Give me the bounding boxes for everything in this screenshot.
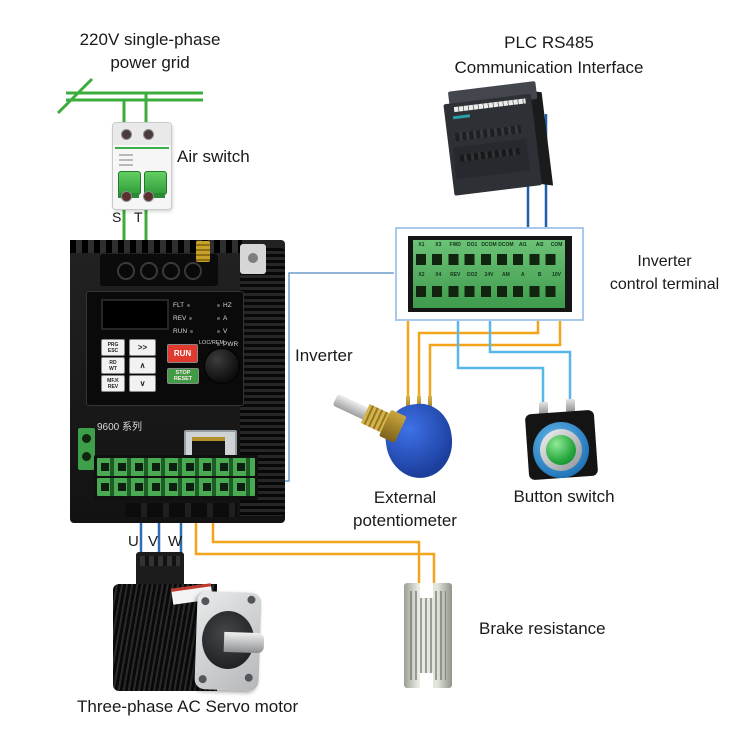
indicator-flt: FLT — [173, 302, 191, 309]
inverter-antenna-connector — [196, 241, 210, 262]
button-switch-label: Button switch — [513, 487, 615, 506]
plc-module — [442, 78, 555, 199]
inverter-keypad-panel: FLT REV RUN HZ A V PWR PRG ESC >> RD WT … — [86, 291, 244, 406]
led-dot — [217, 330, 220, 333]
indicator-run: RUN — [173, 328, 194, 335]
terminal-row-bottom: X2 X4 REV DO2 24V AM A B 10V — [418, 272, 562, 278]
run-button[interactable]: RUN — [167, 344, 198, 363]
loc-rem-knob[interactable] — [204, 348, 240, 384]
inverter-device: FLT REV RUN HZ A V PWR PRG ESC >> RD WT … — [70, 240, 285, 523]
air-switch-screw — [121, 191, 132, 202]
phase-u-label: U — [128, 533, 139, 550]
rd-wt-button[interactable]: RD WT — [101, 357, 125, 374]
phase-w-label: W — [168, 533, 183, 550]
prg-esc-button[interactable]: PRG ESC — [101, 339, 125, 356]
terminal-s-label: S — [112, 209, 122, 225]
control-terminal-label: Inverter control terminal — [609, 253, 720, 293]
indicator-hz: HZ — [217, 302, 232, 309]
grid-slash — [56, 77, 94, 115]
series-label: 9600 系列 — [97, 422, 143, 433]
indicator-rev: REV — [173, 315, 193, 322]
stop-reset-button[interactable]: STOP RESET — [167, 368, 199, 384]
indicator-a: A — [217, 315, 227, 322]
mfk-rev-button[interactable]: MF.K REV — [101, 375, 125, 392]
led-dot — [189, 317, 193, 320]
air-switch-screw — [143, 129, 154, 140]
up-button[interactable]: ∧ — [129, 357, 156, 374]
power-grid-label: 220V single-phase power grid — [79, 30, 221, 72]
motor-shaft — [223, 631, 265, 654]
inverter-bottom-terminals — [125, 503, 237, 517]
terminal-row-top: X1 X3 FWD DO1 DCOM DCOM AI1 AI2 COM — [418, 242, 563, 248]
indicator-v: V — [217, 328, 227, 335]
air-switch-screw — [121, 129, 132, 140]
motor-label: Three-phase AC Servo motor — [77, 697, 299, 716]
button-terminal-screw — [539, 402, 548, 415]
side-terminal — [78, 428, 95, 470]
inverter-label: Inverter — [295, 346, 353, 365]
air-switch-screw — [143, 191, 154, 202]
button-terminal-screw — [566, 399, 575, 412]
shift-button[interactable]: >> — [129, 339, 156, 356]
air-switch — [112, 122, 172, 210]
led-dot — [217, 304, 220, 307]
inverter-control-terminal-strip — [94, 455, 258, 500]
led-dot — [190, 330, 194, 333]
inverter-power-input-terminals — [100, 254, 218, 286]
led-dot — [217, 343, 220, 346]
air-switch-label: Air switch — [177, 147, 250, 166]
seven-segment-display — [101, 299, 169, 330]
down-button[interactable]: ∨ — [129, 375, 156, 392]
terminal-block: X1 X3 FWD DO1 DCOM DCOM AI1 AI2 COM X2 X… — [413, 240, 565, 308]
control-terminal-callout: X1 X3 FWD DO1 DCOM DCOM AI1 AI2 COM X2 X… — [395, 227, 584, 321]
pot-shaft — [325, 381, 434, 463]
terminal-t-label: T — [134, 209, 143, 225]
potentiometer-label: External potentiometer — [353, 488, 457, 530]
plc-label: PLC RS485 Communication Interface — [454, 33, 644, 77]
brake-resistor — [404, 583, 452, 688]
brake-label: Brake resistance — [479, 619, 606, 638]
plc-logo — [452, 114, 471, 120]
led-dot — [217, 317, 220, 320]
indicator-pwr: PWR — [217, 341, 238, 348]
loc-rem-label: LOC/REM — [199, 340, 225, 346]
led-dot — [187, 304, 191, 307]
motor-face-plate — [194, 590, 265, 692]
mounting-tab — [240, 244, 266, 274]
phase-v-label: V — [148, 533, 159, 550]
green-push-button[interactable] — [546, 435, 576, 465]
